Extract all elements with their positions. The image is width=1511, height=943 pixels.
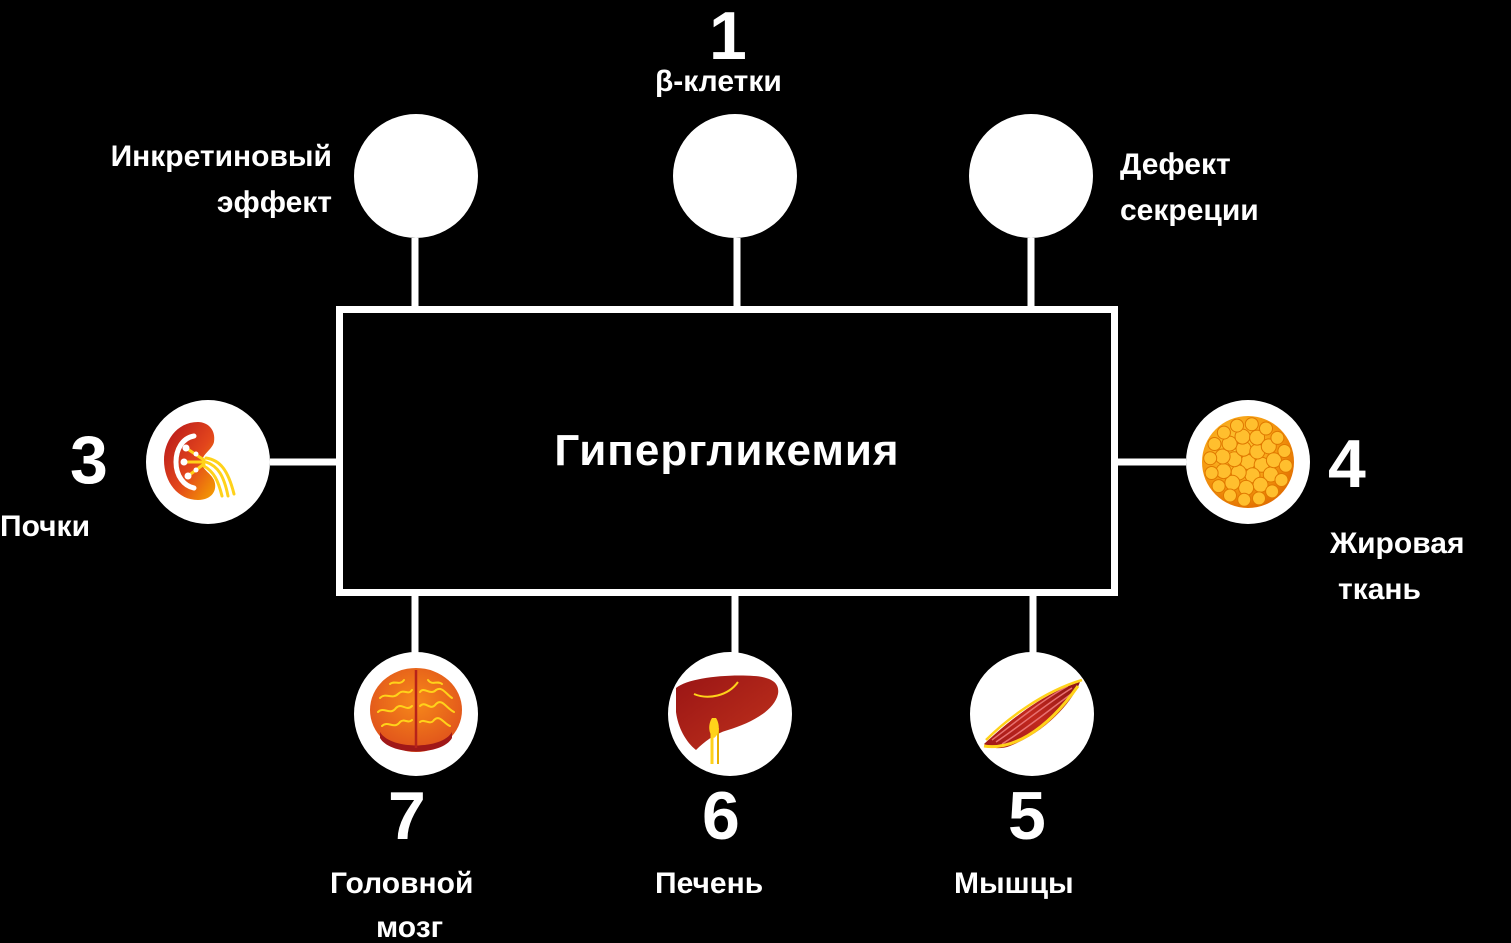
fat-cell-cluster-icon [1202, 416, 1294, 508]
fat-cell [1216, 425, 1231, 440]
brain-number: 7 [388, 778, 426, 854]
fat-cell [1204, 466, 1219, 480]
liver-number: 6 [702, 778, 740, 854]
liver-icon [676, 675, 779, 764]
fat-cell [1265, 452, 1282, 469]
liver-node [668, 652, 792, 776]
fat-cell [1259, 421, 1273, 436]
fat-cell [1207, 437, 1222, 451]
muscles-node [970, 652, 1094, 776]
incretin-label-line1: Инкретиновый [110, 140, 332, 173]
brain-label-line1: Головной [330, 867, 474, 900]
fat-cell [1237, 492, 1252, 507]
fat-cell [1277, 444, 1292, 458]
fat-cell [1249, 429, 1266, 446]
brain-icon [370, 668, 462, 752]
adipose-number: 4 [1328, 426, 1366, 502]
kidneys-node [146, 400, 270, 524]
beta-cells-number: 1 [709, 0, 747, 74]
beta-cells-node [673, 114, 797, 238]
liver-label: Печень [655, 867, 764, 900]
brain-label-line2: мозг [376, 911, 444, 943]
fat-cell [1211, 479, 1226, 494]
fat-cell [1274, 473, 1289, 487]
secretion-defect-node [969, 114, 1093, 238]
muscles-label: Мышцы [954, 867, 1074, 900]
kidneys-label: Почки [0, 510, 91, 543]
adipose-node [1186, 400, 1310, 524]
fat-cell [1252, 491, 1266, 506]
hyperglycemia-box: Гипергликемия [336, 306, 1118, 596]
fat-cell [1230, 418, 1244, 433]
secretion-label-line1: Дефект [1120, 148, 1231, 181]
muscle-icon [983, 678, 1083, 749]
fat-cell [1278, 458, 1293, 473]
fat-cell [1265, 484, 1280, 499]
brain-node [354, 652, 478, 776]
secretion-label-line2: секреции [1120, 194, 1259, 227]
beta-cells-label: β-клетки [655, 65, 782, 98]
adipose-label-line2: ткань [1338, 573, 1421, 606]
fat-cell [1203, 451, 1218, 466]
kidneys-number: 3 [70, 422, 108, 498]
incretin-node [354, 114, 478, 238]
muscles-number: 5 [1008, 778, 1046, 854]
fat-cell [1244, 417, 1259, 432]
fat-cell [1223, 488, 1237, 503]
adipose-label-line1: Жировая [1330, 527, 1465, 560]
fat-cell [1215, 463, 1232, 480]
fat-cell [1270, 430, 1285, 445]
kidney-icon [164, 422, 236, 500]
incretin-label-line2: эффект [216, 186, 332, 219]
center-label: Гипергликемия [554, 426, 900, 475]
